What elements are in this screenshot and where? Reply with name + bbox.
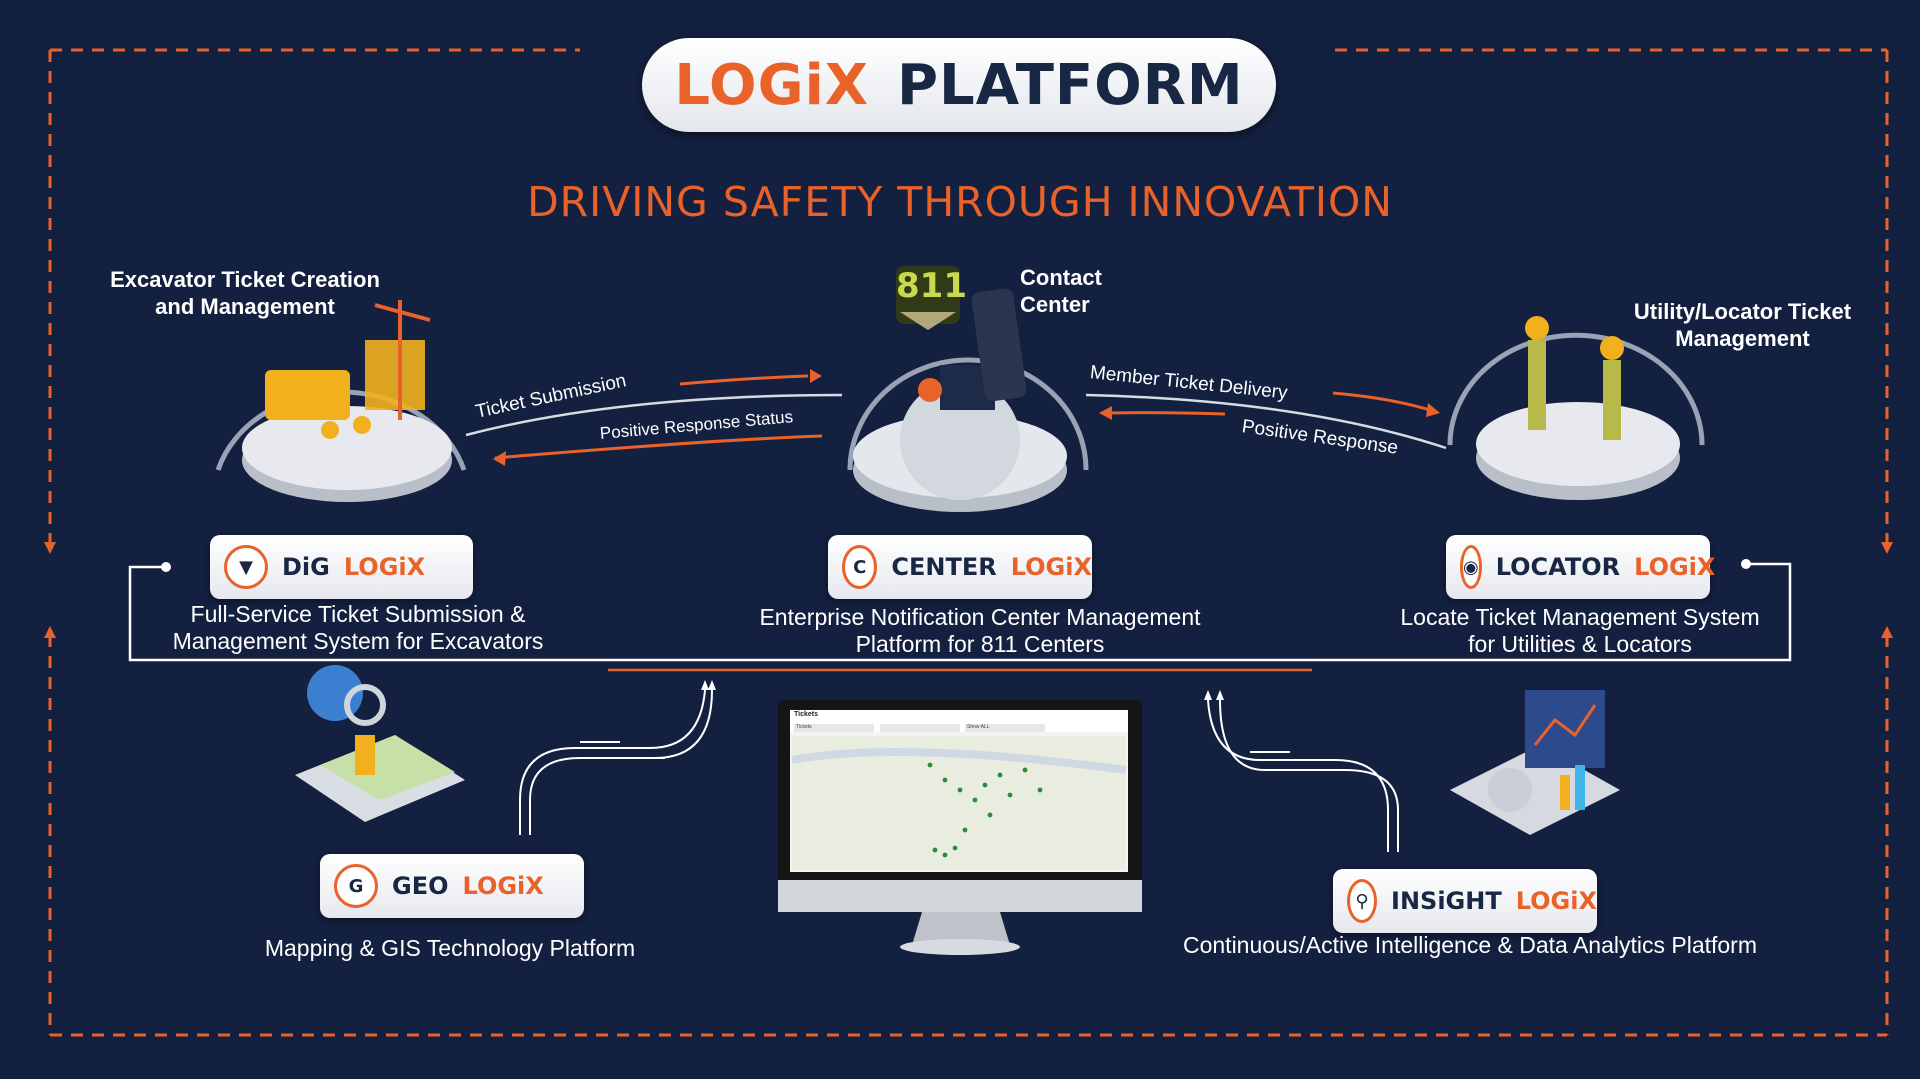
flow-arrowheads: [493, 369, 1440, 466]
shovel-shield-icon: ▼: [224, 545, 268, 589]
811-badge: [896, 266, 960, 330]
platform-utility: [1447, 316, 1705, 500]
platform-title-pill: LOGiX PLATFORM: [642, 38, 1276, 132]
center-name: CENTER: [891, 553, 997, 581]
dig-description: Full-Service Ticket Submission & Managem…: [172, 601, 544, 654]
frame-arrowheads: [44, 542, 1893, 638]
dig-brand: LOGiX: [343, 553, 426, 581]
location-pin-icon: ◉: [1460, 545, 1482, 589]
title-word: PLATFORM: [897, 52, 1244, 118]
stage-label-contact-center: Contact Center: [1020, 265, 1102, 317]
insight-brand: LOGiX: [1515, 887, 1597, 915]
flow-curves: [465, 374, 1447, 460]
dig-name: DiG: [282, 553, 330, 581]
stage-label-utility: Utility/Locator Ticket Management: [1633, 299, 1852, 351]
locator-description: Locate Ticket Management System for Util…: [1400, 604, 1760, 657]
monitor-screen-title: Tickets: [794, 711, 818, 718]
center-brand: LOGiX: [1010, 553, 1092, 581]
g-map-icon: G: [334, 864, 378, 908]
locator-name: LOCATOR: [1495, 553, 1621, 581]
center-description: Enterprise Notification Center Managemen…: [759, 604, 1201, 657]
geo-logix-pill: G GEO LOGiX: [320, 854, 584, 918]
dashed-frame: [48, 48, 1889, 1037]
insight-flow-arrowheads: [1204, 690, 1224, 700]
geo-description: Mapping & GIS Technology Platform: [264, 935, 636, 961]
geo-map-illustration: [295, 665, 465, 822]
tagline: DRIVING SAFETY THROUGH INNOVATION: [527, 178, 1393, 226]
monitor: [778, 700, 1142, 955]
geo-flow-lines: [519, 689, 713, 835]
connector-bracket: [128, 562, 1792, 662]
connector-dot-right: [1741, 559, 1751, 569]
geo-flow-arrowheads: [701, 680, 716, 690]
c-arrows-icon: C: [842, 545, 878, 589]
locator-brand: LOGiX: [1634, 553, 1716, 581]
stage-label-excavator: Excavator Ticket Creation and Management: [110, 267, 380, 319]
geo-name: GEO: [392, 872, 449, 900]
insight-analytics-illustration: [1450, 690, 1620, 835]
geo-brand: LOGiX: [462, 872, 544, 900]
insight-logix-pill: ⚲ INSiGHT LOGiX: [1333, 869, 1597, 933]
811-badge-text: 811: [896, 266, 967, 306]
locator-logix-pill: ◉ LOCATOR LOGiX: [1446, 535, 1715, 599]
center-logix-pill: C CENTER LOGiX: [828, 535, 1092, 599]
platform-contact-center: [847, 288, 1089, 512]
monitor-filter-show-all: Show ALL: [967, 724, 990, 730]
monitor-filter-tickets: Tickets: [796, 724, 812, 730]
magnifier-chart-icon: ⚲: [1347, 879, 1378, 923]
dig-logix-pill: ▼ DiG LOGiX: [210, 535, 473, 599]
insight-description: Continuous/Active Intelligence & Data An…: [1182, 932, 1757, 958]
insight-flow-lines: [1207, 699, 1399, 852]
platform-excavator: [215, 300, 467, 502]
insight-name: INSiGHT: [1391, 887, 1502, 915]
title-brand: LOGiX: [674, 52, 869, 118]
connector-dot-left: [161, 562, 171, 572]
